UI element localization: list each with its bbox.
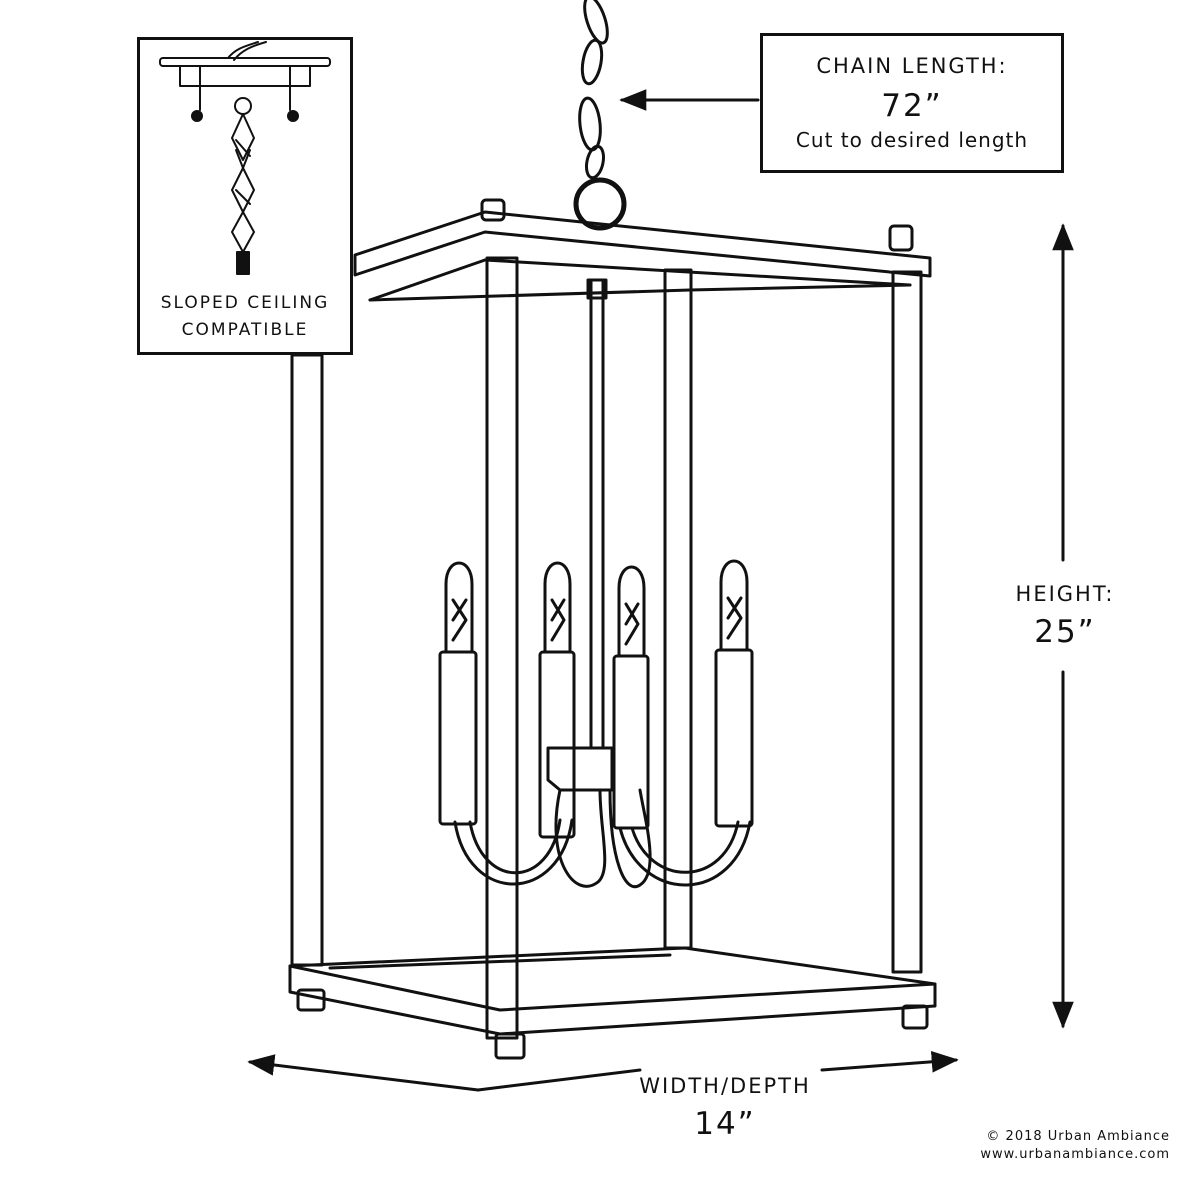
sloped-ceiling-canopy-icon [159,41,331,275]
sloped-ceiling-caption-line2: COMPATIBLE [181,320,309,340]
candle-3 [612,565,650,830]
center-rod [546,278,614,792]
chain-icon [573,0,627,231]
width-depth-value: 14” [694,1106,756,1142]
candle-4 [714,559,754,828]
candle-1 [438,561,478,826]
copyright-text: © 2018 Urban Ambiance [986,1129,1170,1144]
sloped-ceiling-inset: SLOPED CEILING COMPATIBLE [137,37,353,355]
sloped-ceiling-caption-line1: SLOPED CEILING [160,293,330,313]
chain-length-value: 72” [881,88,943,124]
lantern-frame-top [353,198,932,302]
width-depth-label: WIDTH/DEPTH [639,1074,811,1098]
candle-2 [538,561,576,839]
lantern-frame-posts [290,256,923,1040]
width-arrow [247,1051,959,1092]
website-text: www.urbanambiance.com [980,1147,1170,1162]
chain-length-callout: CHAIN LENGTH: 72” Cut to desired length [760,33,1064,173]
chain-length-note: Cut to desired length [795,128,1029,152]
chain-length-label: CHAIN LENGTH: [816,54,1008,78]
height-label: HEIGHT: [1015,582,1115,606]
candle-arms [453,788,752,889]
lantern-frame-bottom [288,946,937,1060]
height-value: 25” [1034,614,1096,650]
